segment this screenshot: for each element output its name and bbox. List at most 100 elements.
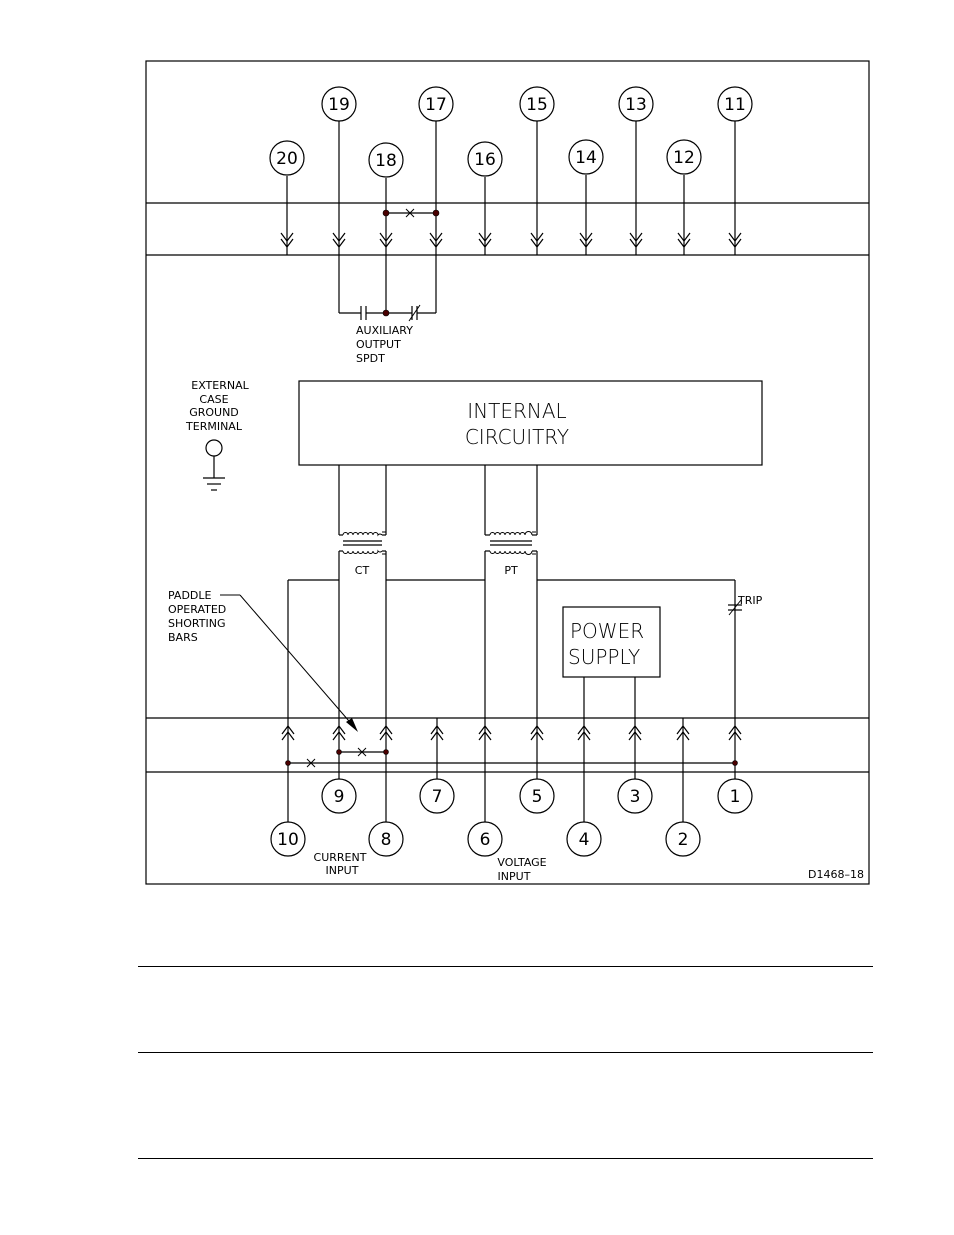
terminal-3: 3 [617,778,653,814]
aux-output-label-line3: SPDT [356,352,385,365]
arrow-marker [332,731,346,741]
arrow-marker [379,238,393,248]
arrow-marker [530,731,544,741]
arrow-marker [676,725,690,735]
terminal-10: 10 [270,821,306,857]
ground-icon [203,439,225,491]
pt-transformer [484,465,538,555]
terminal-2: 2 [665,821,701,857]
shorting-bars-label-line3: SHORTING [168,617,225,630]
arrow-marker [280,238,294,248]
terminal-15: 15 [519,86,555,122]
horizontal-rule [138,966,873,967]
trip-contact [728,599,742,616]
arrow-marker [530,232,544,242]
voltage-input-label-line1: VOLTAGE [497,856,546,869]
terminal-9-label: 9 [334,787,345,807]
terminal-16: 16 [467,141,503,177]
arrow-marker [629,232,643,242]
auxiliary-output-spdt [338,255,437,322]
power-supply-box [562,606,661,678]
terminal-19: 19 [321,86,357,122]
arrow-marker [281,731,295,741]
top-arrow-markers [280,232,742,248]
arrow-marker [478,238,492,248]
internal-circuitry-line2: CIRCUITRY [465,425,569,449]
ground-label-line1: EXTERNAL [191,379,249,392]
horizontal-rule [138,1052,873,1053]
shorting-bars-label-line4: BARS [168,631,198,644]
shorting-bars-label-line2: OPERATED [168,603,226,616]
arrow-marker [478,232,492,242]
terminal-11: 11 [717,86,753,122]
internal-circuitry-line1: INTERNAL [467,399,566,423]
ground-label-line3: GROUND [189,406,239,419]
shorting-link-18-17 [382,208,440,218]
ground-label-line2: CASE [199,393,228,406]
aux-output-label-line2: OUTPUT [356,338,401,351]
arrow-marker [430,731,444,741]
arrow-marker [579,238,593,248]
terminal-1: 1 [717,778,753,814]
terminal-14: 14 [568,139,604,175]
top-terminal-wires [286,121,736,255]
arrow-marker [728,232,742,242]
terminal-12-label: 12 [673,148,695,168]
arrow-marker [530,238,544,248]
terminal-13: 13 [618,86,654,122]
terminal-18-label: 18 [375,151,397,171]
arrow-marker [629,238,643,248]
terminal-20: 20 [269,140,305,176]
arrow-marker [429,232,443,242]
diagram-frame [145,60,870,885]
voltage-input-label-line2: INPUT [498,870,531,883]
arrow-marker [379,232,393,242]
arrow-marker [332,238,346,248]
input-wiring [287,551,736,772]
shorting-bars-pointer [220,594,358,732]
ct-transformer [338,465,387,555]
shorting-bars-label-line1: PADDLE [168,589,212,602]
terminal-5: 5 [519,778,555,814]
terminal-6: 6 [467,821,503,857]
arrow-marker [677,232,691,242]
arrow-marker [628,731,642,741]
terminal-19-label: 19 [328,95,350,115]
drawing-id: D1468–18 [808,868,864,881]
terminal-5-label: 5 [532,787,543,807]
terminal-11-label: 11 [724,95,746,115]
ground-label-line4: TERMINAL [185,420,243,433]
arrow-marker [478,731,492,741]
arrow-marker [676,731,690,741]
terminal-7-label: 7 [432,787,443,807]
arrow-marker [478,725,492,735]
arrow-marker [280,232,294,242]
current-input-label-line1: CURRENT [314,851,367,864]
terminal-12: 12 [666,139,702,175]
aux-output-label-line1: AUXILIARY [356,324,413,337]
arrow-marker [332,232,346,242]
arrow-marker [530,725,544,735]
trip-label: TRIP [737,594,763,607]
arrow-marker [577,725,591,735]
terminal-18: 18 [368,142,404,178]
ct-label: CT [355,564,370,577]
arrow-marker [628,725,642,735]
power-supply-line2: SUPPLY [568,645,640,669]
power-supply-line1: POWER [570,619,644,643]
terminal-10-label: 10 [277,830,299,850]
arrow-marker [281,725,295,735]
terminal-13-label: 13 [625,95,647,115]
terminal-2-label: 2 [678,830,689,850]
horizontal-rule [138,1158,873,1159]
terminal-4-label: 4 [579,830,590,850]
terminal-9: 9 [321,778,357,814]
terminal-15-label: 15 [526,95,548,115]
arrow-marker [332,725,346,735]
terminal-16-label: 16 [474,150,496,170]
arrow-marker [579,232,593,242]
arrow-marker [379,725,393,735]
terminal-8-label: 8 [381,830,392,850]
arrow-marker [728,238,742,248]
